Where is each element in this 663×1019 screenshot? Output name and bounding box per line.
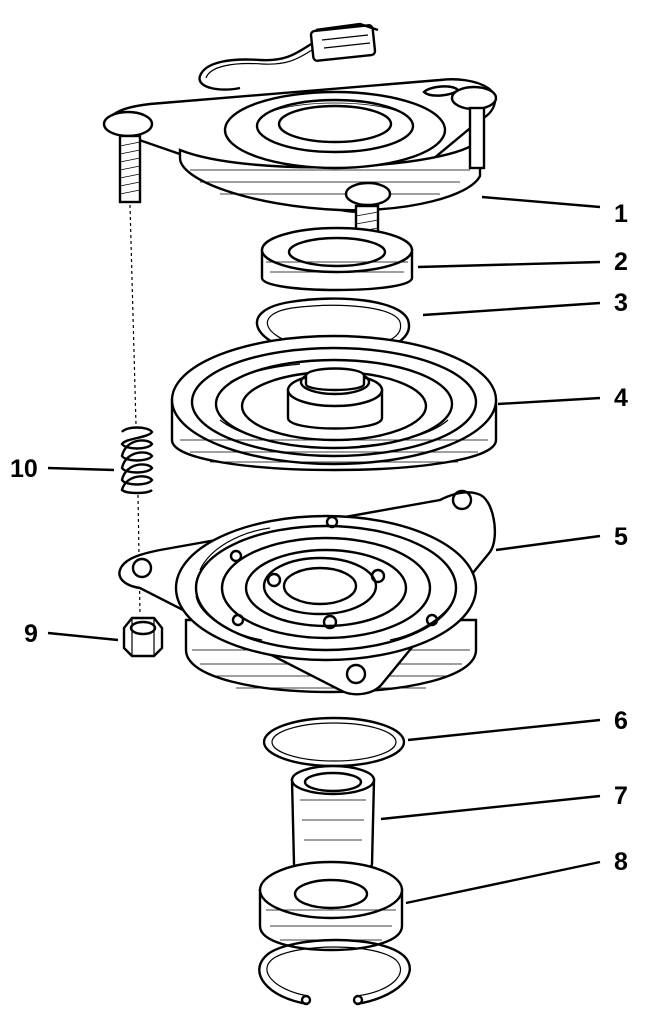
part-10-spring	[120, 426, 154, 495]
callout-4: 4	[614, 384, 628, 412]
callout-3: 3	[614, 289, 628, 317]
guide-line	[129, 204, 137, 426]
part-7-spacer	[290, 764, 376, 878]
part-1-mounting-plate	[102, 22, 498, 280]
leader-lines	[47, 195, 601, 905]
bolt-head-center	[344, 181, 392, 207]
part-5-field-coil	[118, 489, 497, 696]
electrical-connector	[309, 22, 379, 62]
callout-8: 8	[614, 848, 628, 876]
part-9-nut	[122, 616, 164, 658]
callout-9: 9	[24, 620, 38, 648]
part-6-retaining-ring	[262, 716, 406, 768]
callout-10: 10	[10, 455, 38, 483]
bottom-circlip	[258, 938, 411, 1006]
callout-labels: 1 2 3 4 5 6 7 8 9 10	[10, 200, 628, 876]
part-4-pulley	[170, 334, 498, 472]
callout-7: 7	[614, 782, 628, 810]
part-2-bearing	[260, 226, 414, 292]
callout-2: 2	[614, 248, 628, 276]
threaded-stud-left	[118, 134, 142, 204]
callout-1: 1	[614, 200, 628, 228]
part-8-bearing	[258, 860, 404, 952]
callout-5: 5	[614, 523, 628, 551]
callout-6: 6	[614, 707, 628, 735]
bolt-head-left	[102, 110, 154, 138]
